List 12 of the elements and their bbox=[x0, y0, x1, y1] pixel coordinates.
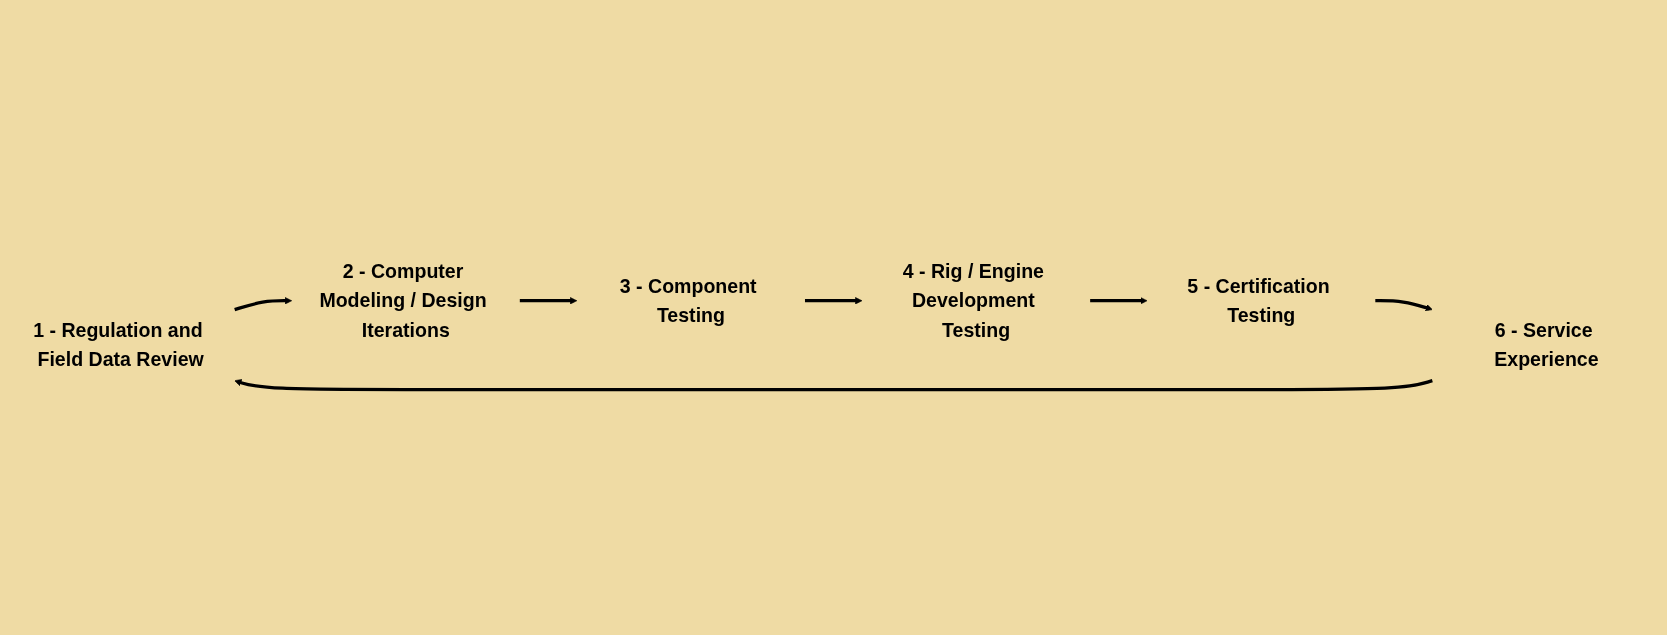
node-text: 3 - Component Testing bbox=[619, 275, 757, 327]
arrow bbox=[1090, 297, 1148, 305]
arrow bbox=[805, 297, 863, 305]
arrow bbox=[234, 297, 292, 312]
node-text: 1 - Regulation and Field Data Review bbox=[33, 319, 204, 371]
node-text: 5 - Certification Testing bbox=[1187, 275, 1330, 327]
node-text: 6 - Service Experience bbox=[1494, 319, 1599, 371]
node-text: 4 - Rig / Engine Development Testing bbox=[902, 260, 1044, 342]
arrow bbox=[1375, 299, 1433, 312]
arrow bbox=[234, 379, 1433, 392]
node-text: 2 - Computer Modeling / Design Iterations bbox=[319, 260, 487, 342]
arrow bbox=[519, 297, 578, 305]
